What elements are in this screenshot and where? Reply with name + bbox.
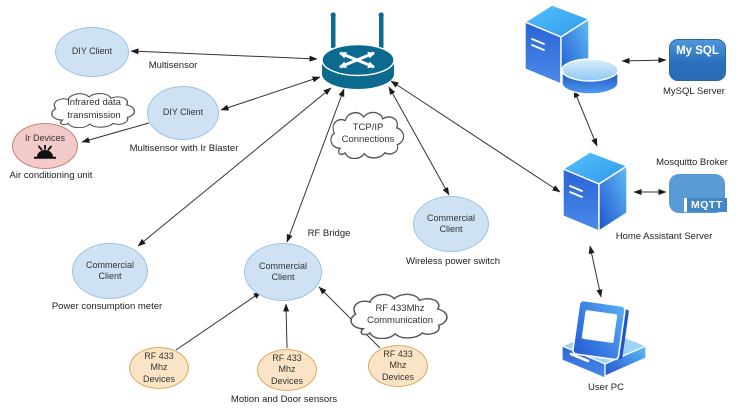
user-pc-icon	[560, 299, 648, 379]
caption-wireless-switch: Wireless power switch	[406, 256, 500, 267]
mysql-server-icon	[524, 4, 619, 95]
mysql-logo-label: My SQL	[676, 45, 719, 57]
node-commercial-client-meter: Commercial Client	[72, 243, 148, 299]
arrow-rf3-bridge	[318, 286, 381, 349]
caption-mysql-server: MySQL Server	[663, 86, 725, 97]
node-ir-devices: Ir Devices	[12, 123, 78, 169]
arrow-rf2-bridge	[283, 303, 290, 349]
caption-multisensor: Multisensor	[148, 60, 198, 71]
node-label: RF 433 Mhz Devices	[142, 351, 175, 384]
node-label: RF 433 Mhz Devices	[381, 349, 414, 382]
node-rf433-devices-1: RF 433 Mhz Devices	[129, 347, 189, 389]
node-label: Commercial Client	[85, 259, 134, 281]
node-label: Ir Devices	[24, 132, 65, 143]
mysql-logo-box: My SQL	[669, 39, 726, 81]
arrow-disk-mysqlbox	[621, 57, 667, 64]
rf433-cloud: RF 433Mhz Communication	[342, 291, 458, 339]
arrow-router-bridge	[286, 88, 345, 243]
home-assistant-server-icon	[562, 151, 628, 232]
node-label: DIY Client	[162, 107, 204, 118]
node-label: Commercial Client	[426, 212, 475, 234]
cloud-shape	[350, 293, 448, 339]
arrow-disk-ha	[573, 89, 598, 147]
arrow-router-ha	[390, 80, 561, 193]
tcpip-cloud-label: TCP/IP Connections	[341, 121, 395, 145]
caption-home-assistant-server: Home Assistant Server	[615, 231, 713, 242]
node-commercial-client-rf-bridge: Commercial Client	[244, 243, 322, 301]
node-label: RF 433 Mhz Devices	[270, 353, 303, 386]
caption-power-meter: Power consumption meter	[51, 301, 163, 312]
tcpip-cloud: TCP/IP Connections	[324, 109, 412, 159]
node-diy-client-ir-blaster: DIY Client	[147, 86, 219, 140]
arrow-ha-pc	[588, 245, 603, 298]
node-rf433-devices-2: RF 433 Mhz Devices	[257, 349, 317, 391]
arrow-router-diy2	[220, 76, 321, 111]
node-diy-client-multisensor: DIY Client	[55, 27, 129, 77]
caption-rf-bridge: RF Bridge	[307, 228, 351, 239]
arrow-router-diy1	[130, 48, 318, 62]
connector-arrows	[81, 48, 667, 351]
mqtt-logo-box: MQTT	[669, 174, 727, 213]
node-label: Commercial Client	[258, 260, 307, 282]
node-rf433-devices-3: RF 433 Mhz Devices	[368, 345, 428, 387]
node-commercial-client-switch: Commercial Client	[413, 196, 489, 252]
caption-user-pc: User PC	[588, 382, 624, 393]
caption-multisensor-ir: Multisensor with Ir Blaster	[129, 143, 239, 154]
caption-motion-door-sensors: Motion and Door sensors	[230, 394, 338, 405]
mqtt-logo-label: MQTT	[684, 198, 727, 212]
infrared-cloud: Infrared data transmission	[44, 91, 144, 128]
node-label: DIY Client	[71, 46, 113, 57]
arrow-diy2-ir	[81, 122, 150, 143]
rf433-cloud-label: RF 433Mhz Communication	[367, 302, 433, 326]
caption-mosquitto-broker: Mosquitto Broker	[656, 157, 728, 168]
cloud-shape	[330, 111, 405, 159]
cloud-shape	[51, 93, 136, 128]
infrared-cloud-label: Infrared data transmission	[67, 97, 121, 121]
caption-air-conditioning: Air conditioning unit	[9, 170, 93, 181]
wifi-router-icon	[321, 12, 395, 89]
arrow-rf1-bridge	[175, 291, 262, 351]
infrared-emitter-icon	[34, 145, 56, 159]
